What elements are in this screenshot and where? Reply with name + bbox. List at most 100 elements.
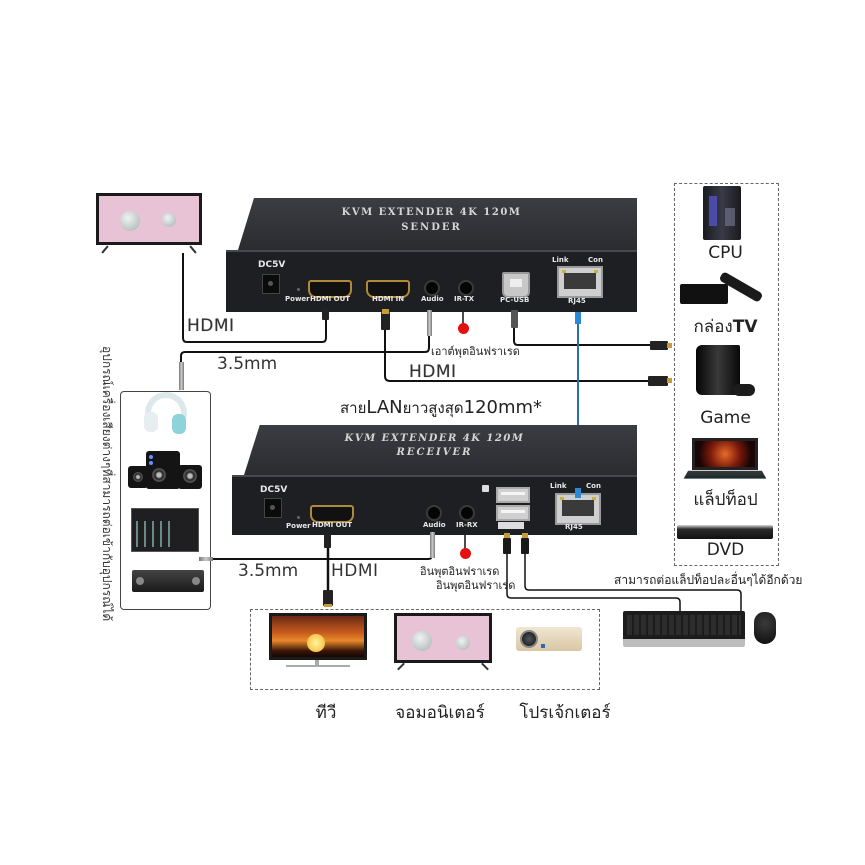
receiver-power-label: Power [286, 522, 311, 530]
display-label-projector: โปรเจ้กเตอร์ [519, 703, 611, 723]
receiver-power-led [297, 516, 300, 519]
sender-dc-label: DC5V [258, 260, 286, 270]
monitor-screen [96, 193, 202, 245]
speaker-led [149, 461, 153, 465]
laptop-icon [692, 438, 758, 470]
ir-output-label: เอาต์พุตอินฟราเรด [431, 345, 520, 358]
receiver-rj45-label: RJ45 [565, 523, 583, 531]
sender-hdmi-in-port[interactable] [366, 280, 410, 298]
usb-a-plug-tip [667, 343, 672, 348]
ir-input-label-2: อินพุตอินฟราเรด [436, 579, 516, 592]
con-led [594, 270, 598, 273]
sender-usb-label: PC-USB [500, 296, 530, 304]
hdmi-plug [324, 534, 331, 548]
hdmi-label-local: HDMI [187, 316, 235, 336]
usb-a-plug [503, 533, 511, 554]
sun-decor [307, 634, 325, 652]
audio-devices-note: อุปกรณ์เครื่องเสียงต่างๆที่สามารถต่อเข้า… [100, 346, 114, 622]
receiver-hdmi-out-port[interactable] [310, 505, 354, 523]
receiver-link-label: Link [550, 482, 567, 490]
mixer-icon [131, 508, 199, 552]
amp-knob [192, 577, 200, 585]
local-monitor [96, 193, 204, 254]
hdmi-plug [648, 376, 668, 386]
peripherals-note: สามารถต่อแล็ปท็อปละอื่นๆได้อีกด้วย [614, 573, 803, 587]
receiver-usb-port-2[interactable] [496, 505, 530, 521]
headphone-earcup [172, 414, 186, 434]
hdmi-plug [322, 308, 329, 320]
hdmi-plug-tip [667, 378, 672, 383]
receiver-audio-jack[interactable] [426, 505, 442, 521]
speaker-cone [133, 472, 143, 482]
speaker-cone [183, 469, 197, 483]
rj45-plug [575, 312, 581, 324]
receiver-con-label: Con [586, 482, 601, 490]
decor-ball [120, 211, 140, 231]
usb-cable-source [513, 322, 652, 346]
sender-con-label: Con [588, 256, 603, 264]
sender-subtitle: SENDER [401, 222, 462, 233]
sender-power-led [297, 288, 300, 291]
receiver-usb-port-1[interactable] [496, 487, 530, 503]
sender-rj45-label: RJ45 [568, 297, 586, 305]
link-led [560, 497, 564, 500]
sender-ir-jack[interactable] [458, 280, 474, 296]
lan-cable-label: สายLANยาวสูงสุด120mm* [340, 396, 542, 420]
link-led [562, 270, 566, 273]
source-label-dvd: DVD [706, 540, 745, 560]
display-label-monitor: จอมอนิเตอร์ [395, 703, 485, 723]
sender-top-panel [238, 198, 637, 250]
audio-label-receiver: 3.5mm [238, 561, 299, 581]
monitor-leg [101, 245, 109, 254]
tv-box-thai: กล่อง [693, 317, 733, 337]
mouse-icon [754, 612, 776, 644]
hdmi-plug-tip [382, 309, 389, 314]
source-label-game: Game [700, 408, 751, 428]
receiver-ir-label: IR-RX [456, 521, 478, 529]
audio-label-sender: 3.5mm [217, 354, 278, 374]
receiver-dc-port[interactable] [264, 498, 282, 518]
receiver-subtitle: RECEIVER [396, 447, 473, 458]
monitor-icon [394, 613, 492, 663]
ir-receiver [460, 548, 471, 559]
hdmi-plug [381, 312, 390, 330]
monitor-leg [189, 245, 197, 254]
rj45-plug [575, 488, 581, 498]
source-devices-panel [674, 183, 779, 566]
sender-hdmi-out-label: HDMI OUT [310, 295, 351, 303]
decor-ball [412, 631, 432, 651]
amplifier-icon [132, 570, 204, 592]
speaker-cone [152, 468, 166, 482]
audio-plug [179, 362, 184, 390]
dvd-player-icon [677, 525, 773, 539]
sender-title: KVM EXTENDER 4K 120M [341, 207, 522, 218]
ir-emitter [458, 323, 469, 334]
hdmi-label-display: HDMI [331, 561, 379, 581]
con-led [592, 497, 596, 500]
hdmi-plug-tip [324, 604, 332, 607]
gamepad-icon [733, 384, 755, 396]
usb-a-plug [521, 533, 529, 554]
sender-audio-jack[interactable] [424, 280, 440, 296]
receiver-rj45-port[interactable] [555, 493, 601, 525]
keyboard-icon [623, 611, 745, 647]
receiver-hdmi-out-label: HDMI OUT [312, 521, 353, 529]
decor-ball [456, 636, 470, 650]
lan-length: 120mm* [463, 397, 543, 418]
sender-hdmi-out-port[interactable] [308, 280, 352, 298]
sender-usb-port[interactable] [502, 272, 530, 298]
tv-stand-base [286, 665, 350, 667]
audio-plug [427, 310, 432, 336]
lan-thai: ยาวสูงสุด [402, 399, 464, 417]
tv-stand [315, 660, 319, 666]
sender-dc-port[interactable] [262, 274, 280, 294]
receiver-ir-jack[interactable] [459, 505, 475, 521]
receiver-top-panel [244, 425, 637, 475]
sender-hdmi-in-label: HDMI IN [372, 295, 405, 303]
hdmi-plug [323, 590, 333, 606]
sender-ir-label: IR-TX [454, 295, 475, 303]
sender-power-label: Power [285, 295, 310, 303]
sender-rj45-port[interactable] [557, 266, 603, 298]
usb-icon [482, 485, 489, 492]
lan-prefix: สาย [340, 399, 367, 417]
